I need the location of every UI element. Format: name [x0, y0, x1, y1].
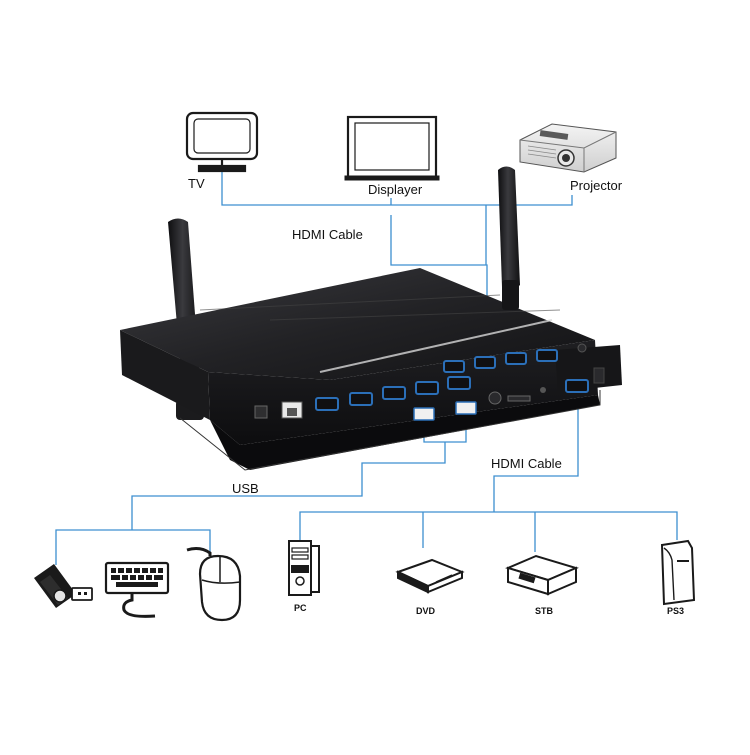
label-ps3: PS3	[667, 606, 685, 616]
projector-icon	[519, 123, 617, 173]
line-usb-down	[131, 442, 446, 530]
line-usb-devices	[55, 529, 211, 565]
label-dvd: DVD	[416, 606, 436, 616]
usb-ports	[413, 401, 477, 421]
line-hdmi-in	[493, 405, 579, 512]
usb-drive-icon	[34, 564, 93, 608]
power-jack	[540, 387, 546, 393]
label-stb: STB	[535, 606, 553, 616]
dvd-player-icon	[395, 558, 465, 594]
label-tv: TV	[188, 176, 205, 191]
tv-icon	[185, 111, 259, 173]
line-sources	[299, 511, 678, 540]
hdmi-output-ports	[443, 349, 558, 373]
usb-port	[413, 407, 435, 421]
card-slot	[507, 395, 531, 402]
hdmi-port	[565, 379, 589, 393]
label-projector: Projector	[570, 178, 623, 193]
ps3-console-icon	[660, 539, 696, 606]
hdmi-matrix-switch-device	[120, 166, 622, 471]
label-pc: PC	[294, 603, 307, 613]
pc-tower-icon	[288, 540, 320, 596]
hdmi-port	[315, 397, 339, 411]
usb-port	[455, 401, 477, 415]
hdmi-port	[536, 349, 558, 362]
label-hdmi-cable-top: HDMI Cable	[292, 227, 363, 242]
hdmi-port	[505, 352, 527, 365]
mouse-icon	[186, 547, 242, 622]
keyboard-icon	[104, 561, 170, 618]
line-tv	[221, 172, 573, 206]
hdmi-input-ports	[315, 376, 589, 411]
monitor-icon	[344, 115, 440, 181]
hdmi-port	[474, 356, 496, 369]
label-usb: USB	[232, 481, 259, 496]
hdmi-port	[349, 392, 373, 406]
hdmi-port	[382, 386, 406, 400]
hdmi-port	[447, 376, 471, 390]
optical-port	[254, 405, 268, 419]
hdmi-port	[415, 381, 439, 395]
label-hdmi-cable-bottom: HDMI Cable	[491, 456, 562, 471]
ir-jack	[577, 343, 587, 353]
hdmi-port	[443, 360, 465, 373]
label-displayer: Displayer	[368, 182, 423, 197]
right-antenna	[498, 166, 520, 310]
audio-jack	[488, 391, 502, 405]
set-top-box-icon	[505, 554, 579, 596]
